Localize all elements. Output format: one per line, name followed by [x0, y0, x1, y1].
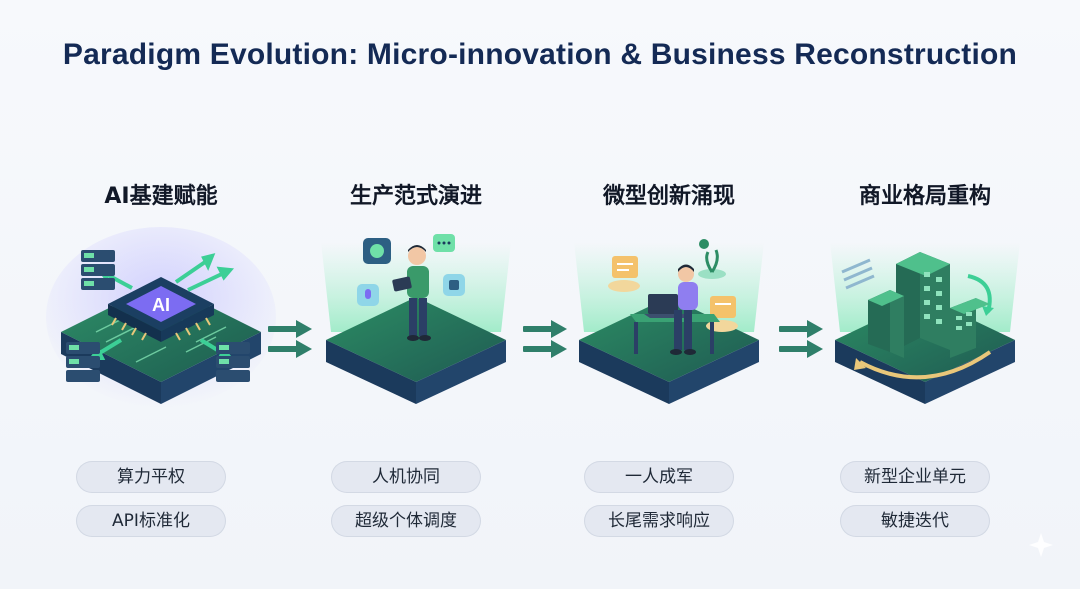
sparkle-icon [1029, 533, 1053, 557]
person-tablet-icon [321, 234, 511, 404]
stage-tag: 一人成军 [584, 461, 734, 493]
stage-title: 商业格局重构 [858, 184, 991, 209]
stage-title: 微型创新涌现 [602, 184, 735, 209]
stage-tag: 新型企业单元 [840, 461, 990, 493]
double-arrow-right-icon [523, 320, 567, 358]
city-buildings-icon [830, 242, 1020, 404]
stage-production-paradigm: 生产范式演进 人机协同 超级个 [291, 0, 541, 589]
person-laptop-desk-icon [574, 239, 764, 404]
stage-tag: API标准化 [76, 505, 226, 537]
stage-ai-infrastructure: AI基建赋能 AI [36, 0, 286, 589]
stage-tag: 敏捷迭代 [840, 505, 990, 537]
stage-tag: 长尾需求响应 [584, 505, 734, 537]
page-title: Paradigm Evolution: Micro-innovation & B… [62, 38, 1018, 71]
chip-label: AI [152, 295, 170, 315]
double-arrow-right-icon [268, 320, 312, 358]
stage-micro-innovation: 微型创新涌现 [544, 0, 794, 589]
stage-tag: 人机协同 [331, 461, 481, 493]
stage-tag: 算力平权 [76, 461, 226, 493]
stage-title: 生产范式演进 [349, 184, 482, 209]
stage-tag: 超级个体调度 [331, 505, 481, 537]
ai-chip-server-icon: AI [46, 227, 276, 407]
stage-business-reconstruction: 商业格局重构 [800, 0, 1050, 589]
double-arrow-right-icon [779, 320, 823, 358]
stage-title: AI基建赋能 [104, 184, 218, 209]
